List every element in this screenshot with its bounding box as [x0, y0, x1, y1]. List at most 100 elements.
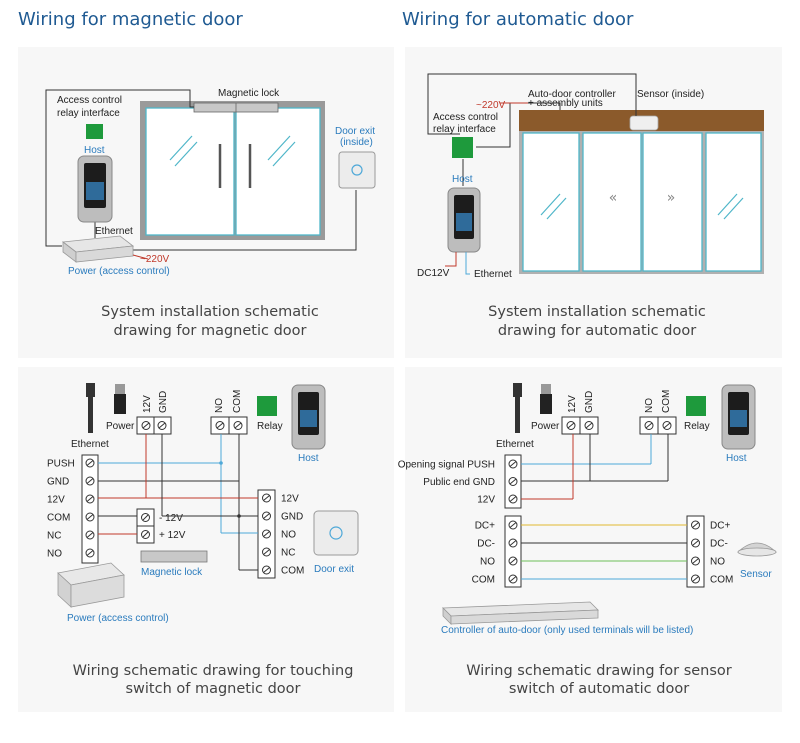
- ethernet-plug-icon-br: [513, 383, 522, 397]
- controller-terminal-screw: [85, 494, 95, 504]
- controller-terminal-screw: [85, 458, 95, 468]
- relay-interface-icon-auto: [452, 137, 473, 158]
- label-relay-bl: Relay: [257, 421, 283, 432]
- caption-br-1: Wiring schematic drawing for sensor: [466, 663, 732, 679]
- label-power-br: Power: [531, 421, 560, 432]
- exit-terminal-label: COM: [281, 566, 304, 577]
- access-terminal-label: Opening signal PUSH: [398, 460, 495, 471]
- power-plug-icon-br: [540, 394, 552, 414]
- controller-terminal-br-label: NO: [480, 557, 495, 568]
- label-dc12v: DC12V: [417, 268, 450, 279]
- label-access-control-auto: Access control: [433, 112, 498, 123]
- exit-terminal-screw: [262, 565, 271, 575]
- arrow-right-icon: »: [667, 190, 676, 206]
- label-relay-interface: relay interface: [57, 108, 120, 119]
- controller-terminal-br-screw: [508, 574, 518, 584]
- sensor-terminal-screw: [691, 538, 700, 548]
- label-magnetic-lock: Magnetic lock: [218, 88, 280, 99]
- access-terminal-label: 12V: [477, 495, 495, 506]
- caption-tl-2: drawing for magnetic door: [113, 323, 306, 339]
- label-ethernet-auto: Ethernet: [474, 269, 512, 280]
- controller-terminal-label: 12V: [47, 495, 65, 506]
- sensor-terminal-label: COM: [710, 575, 733, 586]
- caption-br-2: switch of automatic door: [509, 681, 689, 697]
- magnetic-wiring-drawing: Power 12V GND NO COM Relay Host Ethernet…: [47, 383, 359, 624]
- sensor-terminal-screw: [691, 556, 700, 566]
- arrow-left-icon: «: [609, 190, 618, 206]
- label-power-access: Power (access control): [68, 266, 170, 277]
- magnetic-install-drawing: Magnetic lock Access control relay inter…: [45, 88, 376, 277]
- sensor-terminal-block-br: [686, 515, 705, 588]
- label-ethernet-bl: Ethernet: [71, 439, 109, 450]
- ethernet-plug-icon: [86, 383, 95, 397]
- power-plug-icon: [114, 394, 126, 414]
- label-assembly-units: + assembly units: [528, 98, 603, 109]
- sensor-terminal-label: DC-: [710, 539, 728, 550]
- relay-icon-br: [686, 396, 706, 416]
- label-relay-interface-auto: relay interface: [433, 124, 496, 135]
- exit-terminal-screw: [262, 493, 271, 503]
- label-host: Host: [84, 145, 105, 156]
- controller-terminal-screw: [85, 548, 95, 558]
- label-controller-note: Controller of auto-door (only used termi…: [441, 625, 693, 636]
- door-panel-4: [705, 132, 762, 272]
- label-220v: ~220V: [140, 254, 170, 265]
- controller-terminal-label: PUSH: [47, 459, 75, 470]
- label-com-br: COM: [661, 390, 672, 413]
- automatic-install-drawing: « » Auto-door controller + assembly unit…: [417, 73, 764, 280]
- access-terminal-label: Public end GND: [423, 477, 495, 488]
- exit-terminal-screw: [262, 511, 271, 521]
- controller-terminal-br-label: COM: [472, 575, 495, 586]
- relay-icon-bl: [257, 396, 277, 416]
- label-gnd-br: GND: [584, 391, 595, 413]
- label-lock-minus: - 12V: [159, 513, 183, 524]
- controller-terminal-block: [81, 454, 99, 564]
- door-panel-2: [582, 132, 642, 272]
- caption-tr-1: System installation schematic: [488, 304, 706, 320]
- door-panel-1: [522, 132, 580, 272]
- automatic-wiring-drawing: Power 12V GND NO COM Relay Host Ethernet…: [398, 383, 778, 636]
- access-terminal-screw: [508, 459, 518, 469]
- label-sensor-br: Sensor: [740, 569, 772, 580]
- header-magnetic: Wiring for magnetic door: [18, 9, 243, 30]
- controller-terminal-screw: [85, 512, 95, 522]
- label-door-exit: Door exit: [335, 126, 375, 137]
- caption-tr-2: drawing for automatic door: [498, 323, 696, 339]
- label-inside: (inside): [340, 137, 373, 148]
- controller-terminal-br-label: DC+: [475, 521, 495, 532]
- label-220v-auto: ~220V: [476, 100, 506, 111]
- label-relay-br: Relay: [684, 421, 710, 432]
- access-terminal-screw: [508, 477, 518, 486]
- sensor-icon: [629, 115, 659, 131]
- label-host-br: Host: [726, 453, 747, 464]
- caption-tl-1: System installation schematic: [101, 304, 319, 320]
- exit-terminal-label: NC: [281, 548, 295, 559]
- label-auto-controller: Auto-door controller: [528, 89, 616, 100]
- sensor-terminal-screw: [691, 520, 700, 530]
- exit-terminal-screw: [262, 547, 271, 557]
- label-power-bl: Power: [106, 421, 135, 432]
- controller-terminal-br-screw: [508, 520, 518, 530]
- door-leaf-right: [235, 107, 321, 236]
- door-panel-3: [642, 132, 703, 272]
- exit-terminal-label: NO: [281, 530, 296, 541]
- exit-terminal-screw: [262, 529, 271, 539]
- label-ethernet-br: Ethernet: [496, 439, 534, 450]
- controller-terminal-screw: [85, 530, 95, 540]
- label-power-access-bl: Power (access control): [67, 613, 169, 624]
- sensor-terminal-label: NO: [710, 557, 725, 568]
- relay-interface-icon: [86, 124, 103, 139]
- exit-terminal-label: GND: [281, 512, 303, 523]
- access-terminal-screw: [508, 494, 518, 504]
- controller-terminal-label: NC: [47, 531, 61, 542]
- label-com-bl: COM: [232, 390, 243, 413]
- door-exit-button-icon-bl: [313, 510, 359, 556]
- caption-bl-2: switch of magnetic door: [125, 681, 300, 697]
- label-no-bl: NO: [214, 398, 225, 413]
- sensor-terminal-label: DC+: [710, 521, 730, 532]
- label-gnd-bl: GND: [158, 391, 169, 413]
- label-ethernet: Ethernet: [95, 226, 133, 237]
- label-lock-plus: + 12V: [159, 530, 186, 541]
